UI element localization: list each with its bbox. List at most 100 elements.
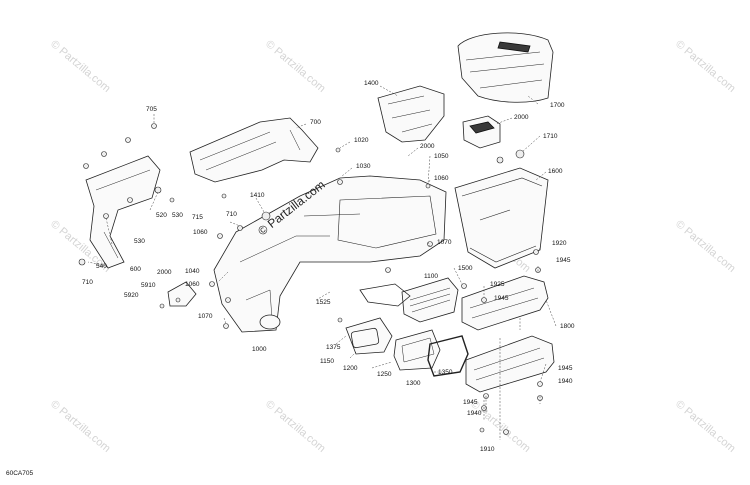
callout-520: 520 (156, 212, 167, 219)
callout-1940: 1940 (467, 410, 482, 417)
callout-705: 705 (146, 106, 157, 113)
fastener (223, 323, 229, 329)
callout-710: 710 (226, 211, 237, 218)
fastener (385, 267, 391, 273)
callout-1000: 1000 (252, 346, 267, 353)
fastener (78, 258, 86, 266)
callout-540: 540 (96, 263, 107, 270)
leader-lines (87, 85, 557, 440)
part-2000-box[interactable] (462, 115, 501, 149)
fastener (83, 163, 89, 169)
watermark: © Partzilla.com (673, 398, 737, 455)
part-1250-bezel[interactable] (393, 329, 441, 371)
callout-1525: 1525 (316, 299, 331, 306)
fastener (175, 297, 181, 303)
part-1600-bin[interactable] (454, 167, 549, 269)
callout-1100: 1100 (424, 273, 438, 280)
fastener (515, 149, 525, 159)
fastener (427, 241, 433, 247)
watermark: © Partzilla.com (468, 398, 532, 455)
callout-1250: 1250 (377, 371, 392, 378)
part-1100-grille[interactable] (401, 277, 459, 323)
fastener (261, 211, 271, 221)
fastener (217, 233, 223, 239)
callout-1920: 1920 (552, 240, 567, 247)
callout-715: 715 (192, 214, 203, 221)
callout-1410: 1410 (250, 192, 265, 199)
fastener (225, 297, 231, 303)
part-1800-tray-lower[interactable] (465, 335, 555, 393)
callout-1910: 1910 (480, 446, 495, 453)
fastener (101, 151, 107, 157)
callout-2000: 2000 (514, 114, 529, 121)
callout-5910: 5910 (141, 282, 156, 289)
fastener (479, 427, 485, 433)
part-1700-lid[interactable] (457, 32, 554, 103)
fastener (154, 186, 162, 194)
fastener (125, 137, 131, 143)
callout-1070: 1070 (437, 239, 452, 246)
callout-2000: 2000 (157, 269, 172, 276)
callout-1300: 1300 (406, 380, 421, 387)
callout-530: 530 (172, 212, 183, 219)
fastener (537, 381, 543, 387)
callout-1020: 1020 (354, 137, 369, 144)
callout-1150: 1150 (320, 358, 334, 365)
watermark: © Partzilla.com (673, 38, 737, 95)
callout-1945: 1945 (556, 257, 571, 264)
fastener (159, 303, 165, 309)
watermark: © Partzilla.com (48, 398, 112, 455)
part-700-bracket[interactable] (189, 117, 319, 183)
callout-1060: 1060 (185, 281, 200, 288)
watermark: © Partzilla.com (673, 218, 737, 275)
fastener (209, 281, 215, 287)
callout-1710: 1710 (543, 133, 558, 140)
callout-1060: 1060 (193, 229, 208, 236)
watermark: © Partzilla.com (263, 398, 327, 455)
fastener (503, 429, 509, 435)
fastener (237, 225, 243, 231)
part-1300-seal[interactable] (427, 335, 469, 377)
fastener (533, 249, 539, 255)
part-2000-clip[interactable] (167, 281, 197, 307)
fastener (151, 123, 157, 129)
callout-700: 700 (310, 119, 321, 126)
fastener (481, 297, 487, 303)
fastener (461, 283, 467, 289)
watermark: © Partzilla.com (263, 38, 327, 95)
part-1400-cover[interactable] (377, 85, 445, 143)
callout-710: 710 (82, 279, 93, 286)
part-1800-tray-upper[interactable] (461, 275, 549, 331)
callout-1945: 1945 (558, 365, 573, 372)
callout-1925: 1925 (490, 281, 505, 288)
callout-600: 600 (130, 266, 141, 273)
part-600-side-bracket[interactable] (85, 155, 161, 269)
fastener (496, 156, 504, 164)
diagram-code: 60CA705 (6, 470, 34, 477)
callout-1700: 1700 (550, 102, 565, 109)
callout-1200: 1200 (343, 365, 358, 372)
fastener (335, 147, 341, 153)
callout-1350: 1350 (438, 369, 453, 376)
fastener (221, 193, 227, 199)
callout-1945: 1945 (494, 295, 509, 302)
fastener (337, 317, 343, 323)
fastener (127, 197, 133, 203)
callout-1400: 1400 (364, 80, 379, 87)
callout-1030: 1030 (356, 163, 371, 170)
callout-1060: 1060 (434, 175, 449, 182)
callout-1600: 1600 (548, 168, 563, 175)
part-1000-console-frame[interactable] (213, 175, 447, 333)
part-1150-display[interactable] (345, 317, 393, 355)
callout-1070: 1070 (198, 313, 213, 320)
fastener (425, 183, 431, 189)
callout-1940: 1940 (558, 378, 573, 385)
callout-1500: 1500 (458, 265, 473, 272)
fastener (169, 197, 175, 203)
callout-530: 530 (134, 238, 145, 245)
part-1525-wire[interactable] (359, 283, 411, 307)
watermark: © Partzilla.com (48, 38, 112, 95)
callout-1050: 1050 (434, 153, 449, 160)
callout-2000: 2000 (420, 143, 435, 150)
